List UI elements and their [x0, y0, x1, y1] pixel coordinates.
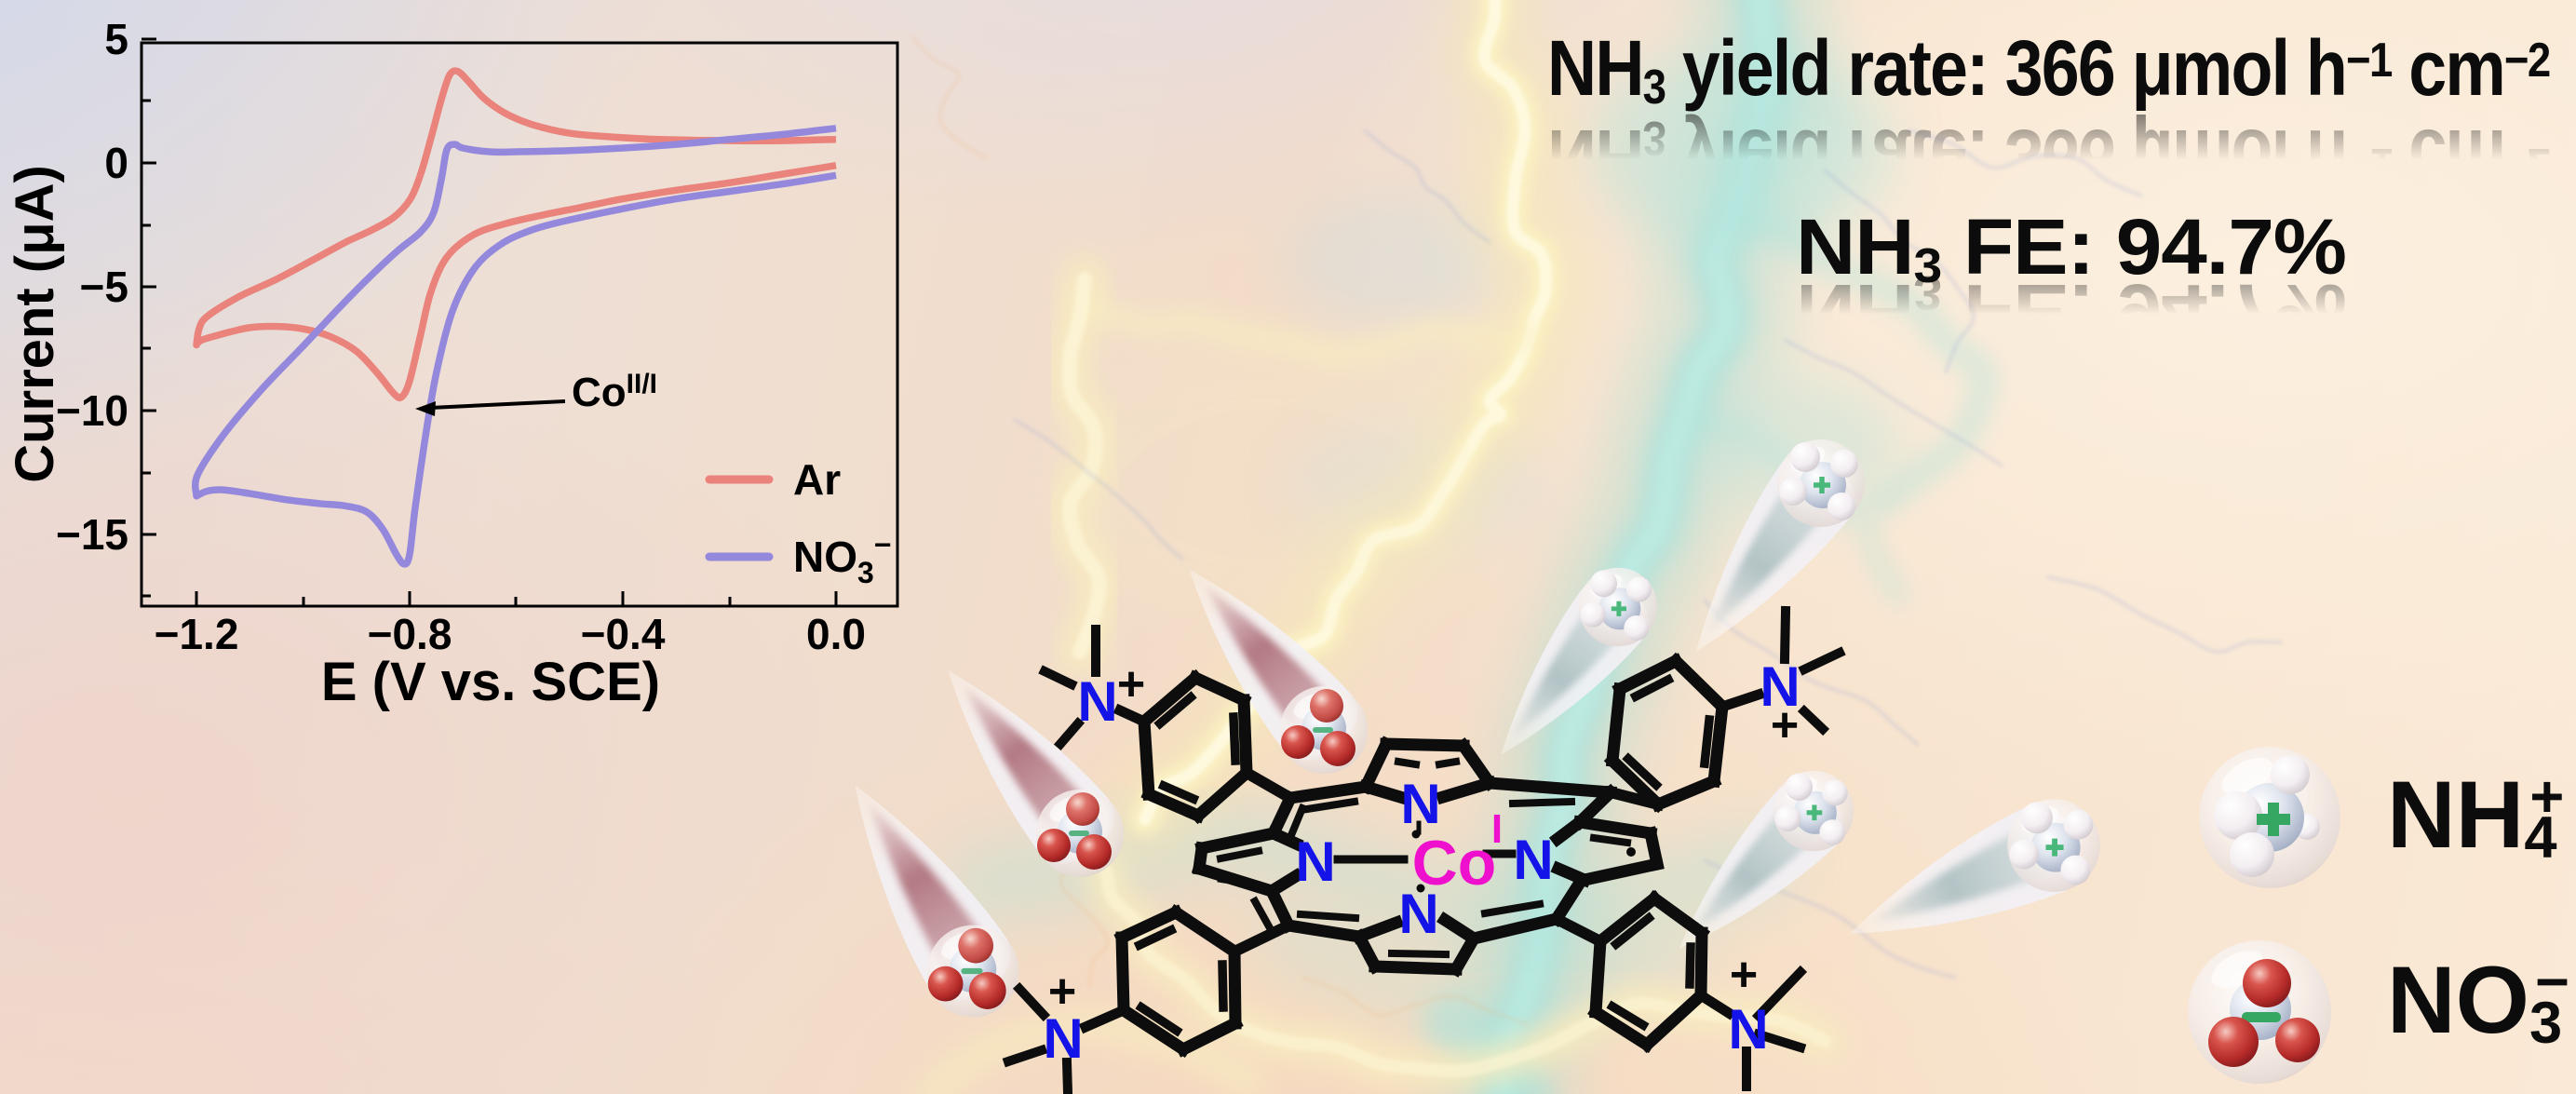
svg-text:N: N	[1400, 773, 1440, 835]
svg-text:−0.4: −0.4	[581, 610, 666, 658]
svg-text:N: N	[1760, 655, 1800, 718]
svg-text:+: +	[1730, 948, 1758, 1002]
svg-text:Co: Co	[1412, 828, 1497, 898]
svg-text:+: +	[1048, 965, 1076, 1019]
svg-text:N: N	[1043, 1007, 1083, 1070]
svg-text:N: N	[1077, 670, 1117, 733]
svg-text:N: N	[1398, 883, 1438, 945]
svg-text:+: +	[1771, 698, 1799, 752]
svg-text:I: I	[1491, 806, 1503, 852]
svg-text:+: +	[1117, 657, 1145, 711]
svg-text:0: 0	[104, 139, 128, 187]
svg-text:E (V vs. SCE): E (V vs. SCE)	[321, 652, 660, 712]
svg-text:N: N	[1728, 998, 1768, 1060]
svg-text:Ar: Ar	[793, 455, 841, 504]
svg-text:Current (μA): Current (μA)	[5, 165, 65, 483]
svg-text:−10: −10	[56, 386, 128, 435]
svg-text:N: N	[1513, 829, 1553, 891]
svg-text:0.0: 0.0	[806, 610, 866, 658]
svg-text:−5: −5	[80, 263, 128, 311]
svg-text:N: N	[1295, 831, 1335, 893]
svg-text:CoII/I: CoII/I	[572, 369, 657, 415]
svg-text:5: 5	[104, 15, 128, 63]
svg-text:−1.2: −1.2	[155, 610, 239, 658]
svg-text:−15: −15	[56, 510, 128, 559]
svg-text:−0.8: −0.8	[368, 610, 452, 658]
